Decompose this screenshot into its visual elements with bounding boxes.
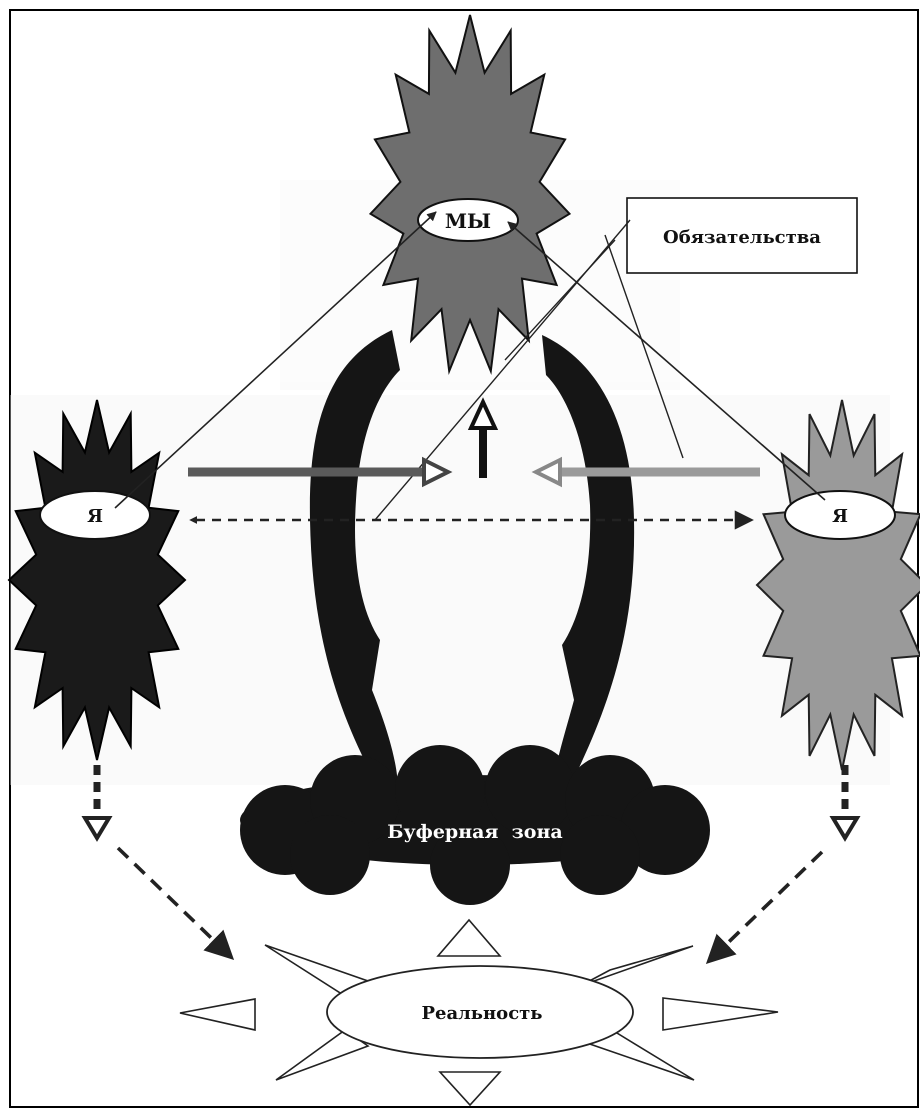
left-self-to-reality-dashed (116, 846, 235, 960)
reality-sun (179, 918, 779, 1107)
commitments-label: Обязательства (663, 227, 821, 248)
we-label: МЫ (445, 209, 491, 233)
right-self-label: Я (832, 506, 848, 527)
left-self-star (7, 399, 187, 761)
right-buffer-arm (542, 335, 635, 790)
left-buffer-arm (309, 330, 400, 790)
left-to-center-arrowhead (422, 456, 453, 488)
sun-ray-left (179, 998, 256, 1032)
left-self-to-we-line (114, 211, 437, 509)
sun-ray-top-right (579, 945, 694, 987)
we-ellipse (417, 198, 519, 242)
center-to-we-arrowhead (467, 397, 499, 430)
page-frame (9, 9, 919, 1108)
reality-label: Реальность (421, 1003, 542, 1024)
reality-ellipse (326, 965, 634, 1059)
right-self-down-arrowhead (829, 816, 861, 842)
sun-ray-right (662, 997, 779, 1031)
right-to-center-arrowhead (531, 456, 562, 488)
buffer-zone-cloud (240, 745, 710, 905)
we-star (368, 14, 572, 376)
right-self-star (755, 399, 920, 771)
right-self-to-reality-dashed (705, 850, 824, 964)
sun-ray-bottom (438, 1071, 502, 1107)
left-self-ellipse (39, 490, 151, 540)
right-self-ellipse (784, 490, 896, 540)
right-self-to-we-line (507, 221, 826, 501)
commitments-pointer-3 (604, 234, 684, 459)
commitments-pointer-2 (504, 239, 616, 361)
commitments-box (626, 197, 858, 274)
left-self-label: Я (87, 506, 103, 527)
sun-ray-top (436, 918, 502, 957)
left-self-down-arrowhead (81, 816, 113, 842)
buffer-zone-label: Буферная зона (387, 821, 562, 843)
